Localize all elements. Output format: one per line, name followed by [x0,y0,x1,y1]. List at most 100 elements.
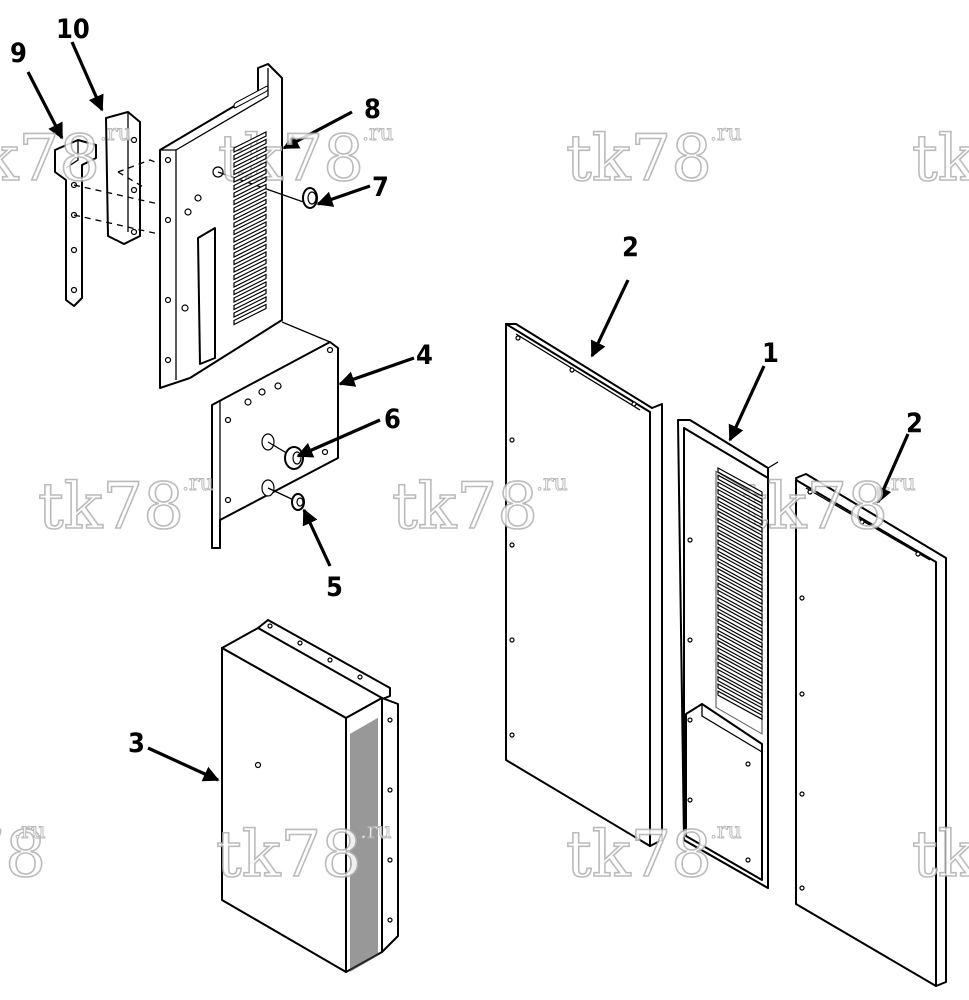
vent-slot [233,296,267,318]
vent-slot [717,546,763,577]
callout-8: 8 [364,94,381,125]
part-2-side-panel-right [795,473,947,987]
svg-text:.ru: .ru [884,471,916,496]
vent-slot [717,596,763,627]
vent-slot [717,567,763,598]
vent-slot [233,266,267,288]
vent-slot [717,538,763,570]
vent-slot [717,517,763,548]
vent-slot [233,161,267,183]
watermark: tk78 .ru [0,121,132,197]
part-9-bracket [54,139,97,307]
svg-text:tk78: tk78 [0,818,46,892]
part-7-grommet [302,187,318,209]
vent-slot [233,273,267,296]
vent-slot [717,466,763,498]
vent-slot [717,618,763,649]
watermark: tk78 .ru [391,469,568,545]
vent-slot [717,510,763,541]
callout-2-right: 2 [906,408,923,439]
vent-slot [717,690,763,721]
vent-slot [717,639,763,670]
svg-text:.ru: .ru [362,121,394,146]
svg-text:tk78: tk78 [38,470,184,544]
callout-3: 3 [128,728,145,759]
vent-slot [717,589,763,620]
vent-slot [717,481,763,512]
callout-10: 10 [56,14,90,45]
vent-slot [233,251,267,273]
vent-slot [717,610,763,642]
watermark: tk78 .ru [0,817,47,893]
part-10-plate [105,111,141,245]
vent-slot [717,682,763,714]
vent-slot [717,495,763,526]
callout-5: 5 [326,572,343,603]
svg-text:.ru: .ru [710,819,742,844]
part-2-side-panel-left [505,323,663,847]
part-8-vent-slots [233,131,267,326]
svg-text:.ru: .ru [14,819,46,844]
vent-slot [717,661,763,692]
watermark: tk78 [911,121,969,197]
vent-slot [233,198,267,221]
part-3-box-unit [221,619,399,973]
callout-4: 4 [416,340,433,371]
vent-slot [233,288,267,311]
svg-text:.ru: .ru [100,121,132,146]
callout-9: 9 [10,38,27,69]
vent-slot [717,531,763,562]
svg-text:.ru: .ru [360,819,392,844]
svg-text:tk78: tk78 [392,470,538,544]
svg-text:tk78: tk78 [216,818,362,892]
callout-1: 1 [762,338,779,369]
vent-slot [233,153,267,176]
callout-6: 6 [384,404,401,435]
watermark: tk78 .ru [565,121,742,197]
vent-slot [717,574,763,606]
vent-slot [717,603,763,634]
vent-slot [233,183,267,206]
vent-slot [717,553,763,584]
svg-text:tk78: tk78 [742,470,888,544]
vent-slot [233,131,267,153]
part-5-grommet [291,493,305,511]
vent-slot [233,243,267,266]
vent-slot [233,138,267,161]
vent-slot [717,646,763,678]
leader-arrows [26,41,910,782]
vent-slot [717,632,763,663]
watermark: tk78 .ru [565,817,742,893]
watermark: tk78 .ru [741,469,916,545]
part-6-grommet [284,446,304,470]
vent-slot [233,176,267,198]
vent-slot [233,303,267,326]
svg-text:tk78: tk78 [566,122,712,196]
vent-slot [233,228,267,251]
vent-slot [717,668,763,699]
vent-slot [717,560,763,591]
vent-slot [233,213,267,236]
vent-slot [717,675,763,706]
watermark: tk78 [911,817,969,893]
vent-slot [717,625,763,656]
callout-labels: 9 10 8 7 4 6 5 3 2 1 2 [10,14,923,759]
vent-slot [717,502,763,534]
watermarks: tk78 .ru tk78 .ru tk78 .ru tk78 tk78 .ru… [0,121,969,893]
vent-slot [233,146,267,168]
svg-text:tk78: tk78 [0,122,100,196]
svg-text:.ru: .ru [710,121,742,146]
vent-slot [233,281,267,303]
callout-2-left: 2 [622,232,639,263]
part-4-mounting-plate [211,321,339,549]
watermark: tk78 .ru [37,469,214,545]
vent-slot [717,524,763,555]
svg-text:.ru: .ru [182,471,214,496]
part-1-vent-slots [717,466,763,721]
vent-slot [233,221,267,243]
vent-slot [717,654,763,685]
svg-text:.ru: .ru [536,471,568,496]
watermark: tk78 .ru [215,817,392,893]
vent-slot [717,488,763,519]
